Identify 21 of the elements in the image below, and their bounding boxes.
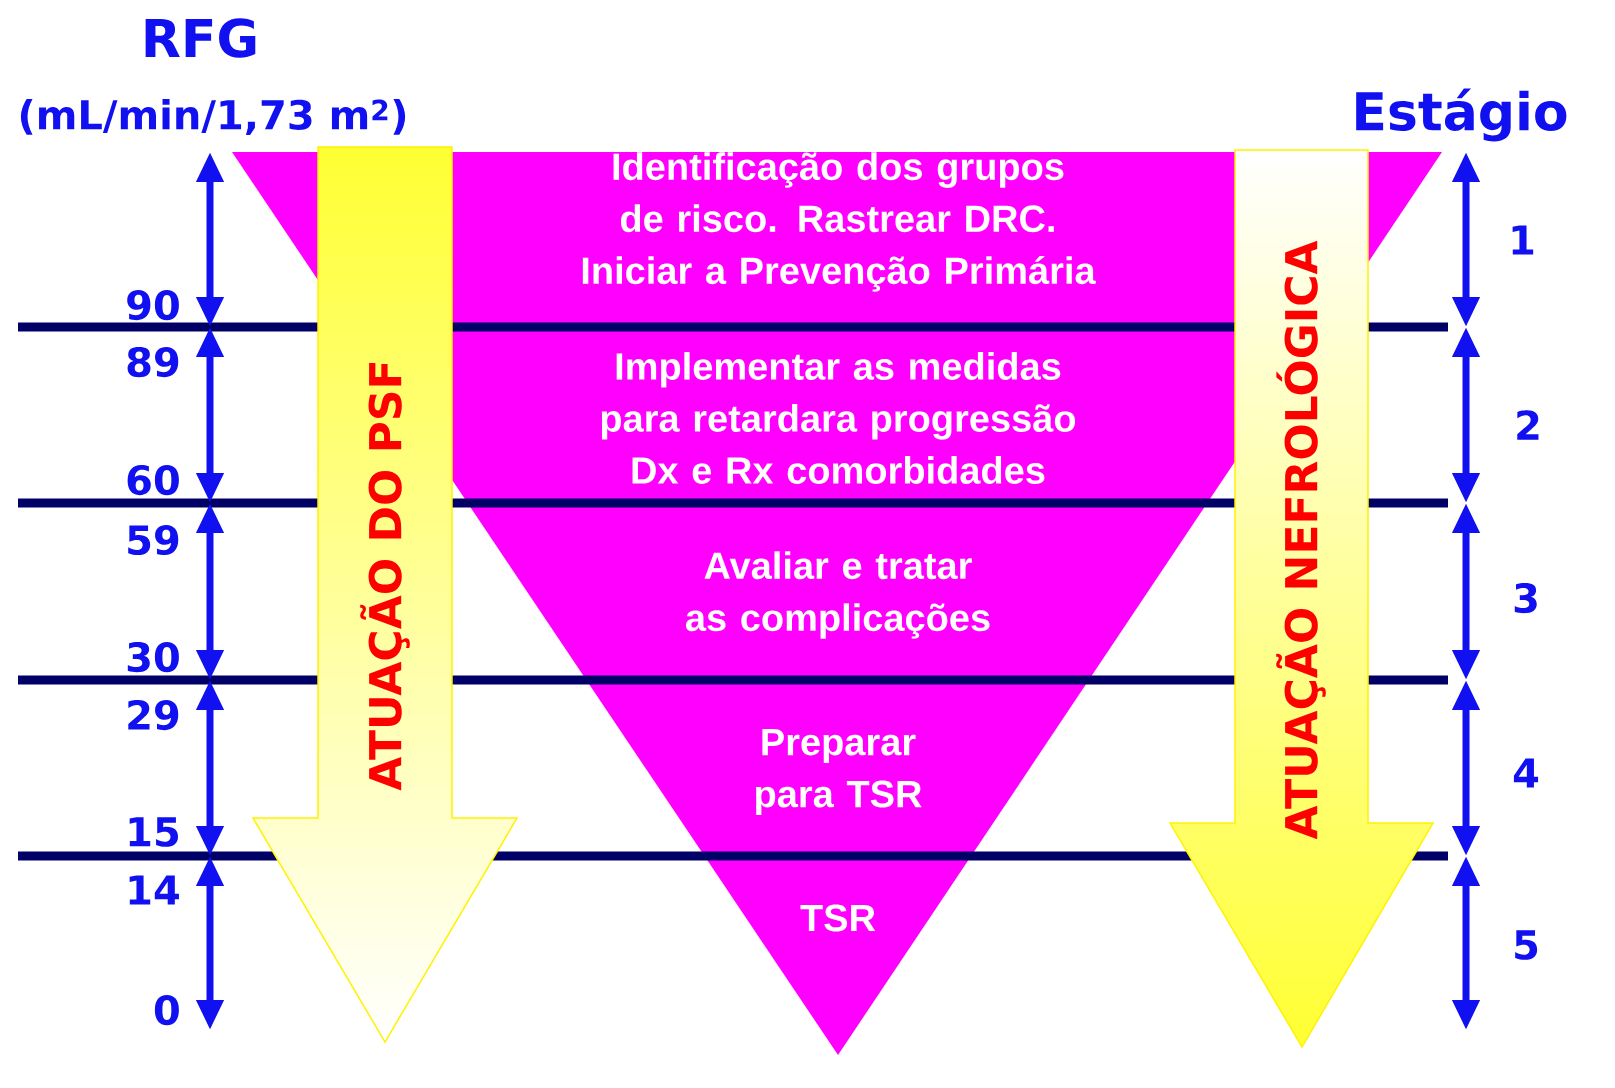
unit-label: (mL/min/1,73 m$^{2}$) bbox=[20, 99, 406, 136]
scale-value: 59 bbox=[128, 524, 179, 556]
axis-title: Estágio bbox=[1356, 88, 1567, 142]
scale-value: 14 bbox=[129, 875, 179, 905]
pyramid-band: Implementar as medidas para retardara progressão Dx e Rx comorbidades bbox=[452, 327, 1235, 503]
scale-value: 90 bbox=[127, 289, 179, 321]
pyramid-band: Preparar para TSR bbox=[586, 680, 1089, 856]
scale-value: 29 bbox=[128, 699, 179, 731]
stage-number: 3 bbox=[1514, 582, 1537, 614]
stage-number: 1 bbox=[1512, 225, 1534, 255]
pyramid-band: Avaliar e tratar as complicações bbox=[467, 503, 1208, 680]
stage-number: 4 bbox=[1513, 758, 1539, 788]
stage-number: 2 bbox=[1517, 410, 1539, 440]
scale-value: 60 bbox=[127, 464, 179, 496]
scale-value: 0 bbox=[154, 994, 179, 1026]
pyramid-band: TSR bbox=[704, 856, 972, 1055]
stage-number: 5 bbox=[1515, 930, 1538, 960]
scale-value: 89 bbox=[127, 346, 179, 378]
scale-value: 30 bbox=[127, 641, 179, 673]
scale-value: 15 bbox=[129, 817, 178, 847]
axis-title: RFG bbox=[145, 18, 256, 58]
